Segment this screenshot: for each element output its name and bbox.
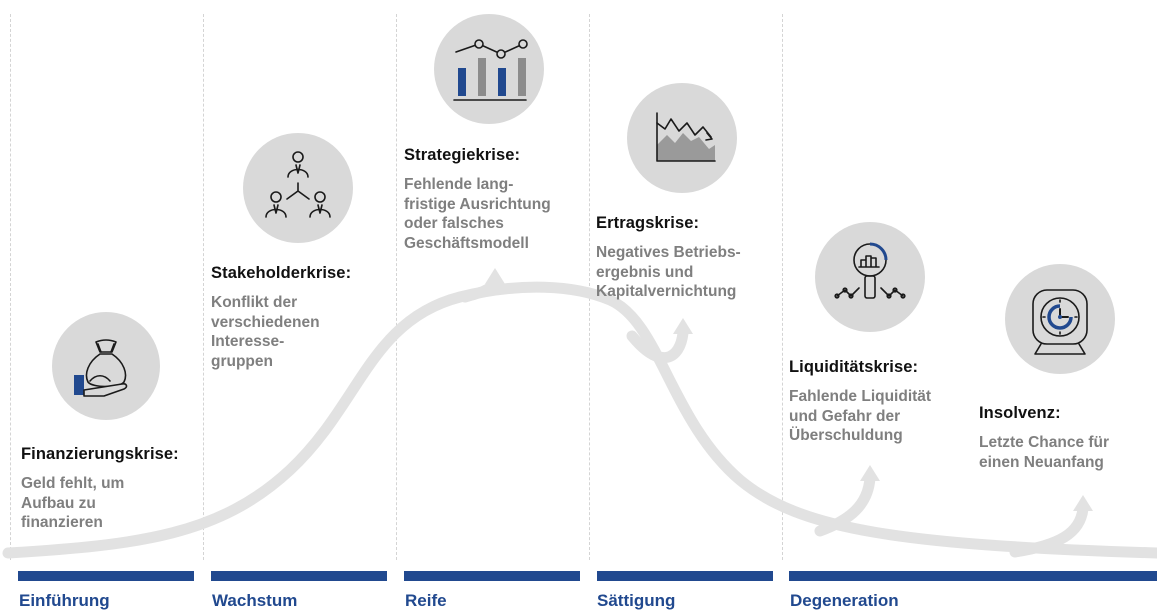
declining-chart-icon	[627, 83, 737, 193]
column-divider	[10, 14, 11, 560]
magnifier-analysis-icon	[815, 222, 925, 332]
people-network-icon	[243, 133, 353, 243]
phase-bar-einfuehrung	[18, 571, 194, 581]
crisis-description: Fehlende lang- fristige Ausrichtung oder…	[404, 176, 551, 252]
crisis-description: Fahlende Liquidität und Gefahr der Übers…	[789, 388, 932, 444]
phase-label-degeneration: Degeneration	[790, 591, 899, 610]
crisis-stakeholder: Stakeholderkrise: Konflikt der verschied…	[211, 263, 351, 371]
phase-label-einfuehrung: Einführung	[19, 591, 110, 610]
crisis-title: Ertragskrise:	[596, 214, 700, 232]
crisis-insolvenz: Insolvenz: Letzte Chance für einen Neuan…	[979, 403, 1109, 472]
column-divider	[782, 14, 783, 560]
column-divider	[203, 14, 204, 560]
crisis-title: Strategiekrise:	[404, 146, 521, 164]
crisis-title: Insolvenz:	[979, 404, 1061, 422]
money-bag-hand-icon	[52, 312, 160, 420]
crisis-title: Stakeholderkrise:	[211, 264, 352, 282]
phase-label-wachstum: Wachstum	[212, 591, 298, 610]
crisis-description: Letzte Chance für einen Neuanfang	[979, 434, 1110, 471]
crisis-finanzierung: Finanzierungskrise: Geld fehlt, um Aufba…	[21, 444, 179, 533]
phase-bar-saettigung	[597, 571, 773, 581]
crisis-description: Negatives Betriebs- ergebnis und Kapital…	[596, 244, 741, 300]
crisis-liquiditaet: Liquiditätskrise: Fahlende Liquidität un…	[789, 357, 931, 446]
phase-bar-degeneration	[789, 571, 1157, 581]
column-divider	[589, 14, 590, 560]
phase-bar-wachstum	[211, 571, 387, 581]
phase-label-reife: Reife	[405, 591, 447, 610]
crisis-ertrag: Ertragskrise: Negatives Betriebs- ergebn…	[596, 213, 741, 302]
crisis-description: Geld fehlt, um Aufbau zu finanzieren	[21, 475, 125, 531]
phase-label-saettigung: Sättigung	[597, 591, 676, 610]
crisis-strategie: Strategiekrise: Fehlende lang- fristige …	[404, 145, 551, 253]
phase-bar-reife	[404, 571, 580, 581]
clock-timer-icon	[1005, 264, 1115, 374]
crisis-title: Liquiditätskrise:	[789, 358, 919, 376]
column-divider	[396, 14, 397, 560]
crisis-title: Finanzierungskrise:	[21, 445, 179, 463]
crisis-description: Konflikt der verschiedenen Interesse- gr…	[211, 294, 320, 370]
chart-bars-line-icon	[434, 14, 544, 124]
